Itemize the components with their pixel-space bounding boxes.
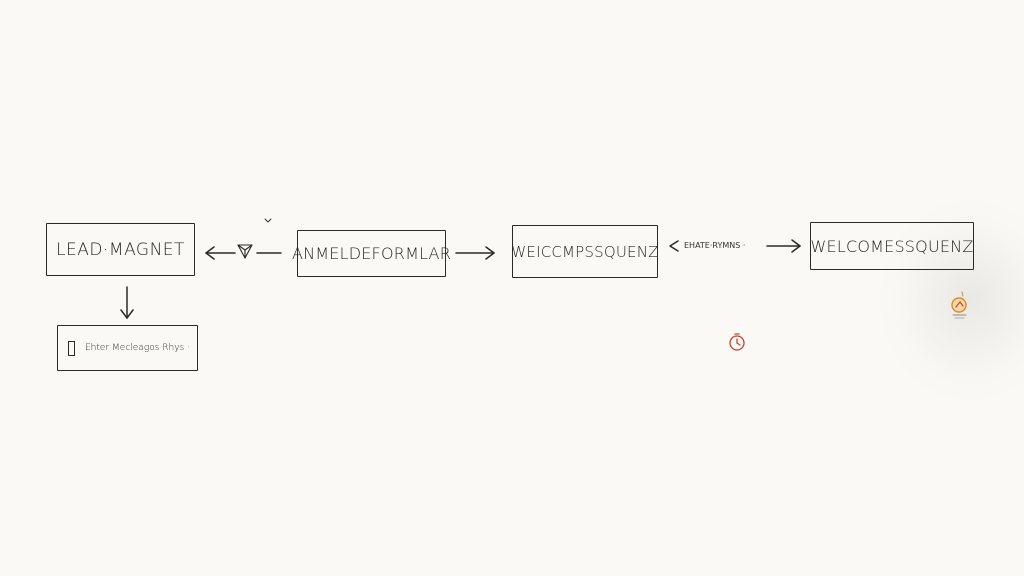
welcome-sequence-label-1: WEICCMPSSQUENZ xyxy=(511,242,659,261)
welcome-sequence-box-2: WELCOMESSQUENZ xyxy=(810,222,974,270)
arrow-welcome-link-right xyxy=(766,239,801,253)
signup-form-label: ANMELDEFORMLAR xyxy=(291,244,452,263)
paper-shadow xyxy=(880,200,1024,400)
welcome-sequence-box-1: WEICCMPSSQUENZ xyxy=(511,225,659,278)
lightbulb-doodle-icon xyxy=(951,291,967,319)
checkbox-doodle-icon xyxy=(68,340,75,356)
small-mark-icon xyxy=(264,218,272,223)
arrow-form-to-lead-magnet xyxy=(205,246,282,260)
lead-magnet-label: LEAD·MAGNET xyxy=(56,239,185,260)
sub-box: Ehter Mecleagos Rhys · xyxy=(57,325,198,371)
arrow-form-to-welcome-1 xyxy=(455,246,495,260)
clock-doodle-icon xyxy=(729,333,745,351)
signup-form-box: ANMELDEFORMLAR xyxy=(292,230,451,277)
welcome-link-label: EHATE·RYMNS · xyxy=(684,241,746,250)
arrow-lead-magnet-down xyxy=(120,286,134,319)
welcome-sequence-label-2: WELCOMESSQUENZ xyxy=(810,236,974,256)
lead-magnet-box: LEAD·MAGNET xyxy=(46,223,195,276)
gem-doodle-icon xyxy=(237,244,253,259)
sub-box-label: Ehter Mecleagos Rhys · xyxy=(85,343,190,353)
arrow-welcome-link-left-head xyxy=(669,240,679,252)
